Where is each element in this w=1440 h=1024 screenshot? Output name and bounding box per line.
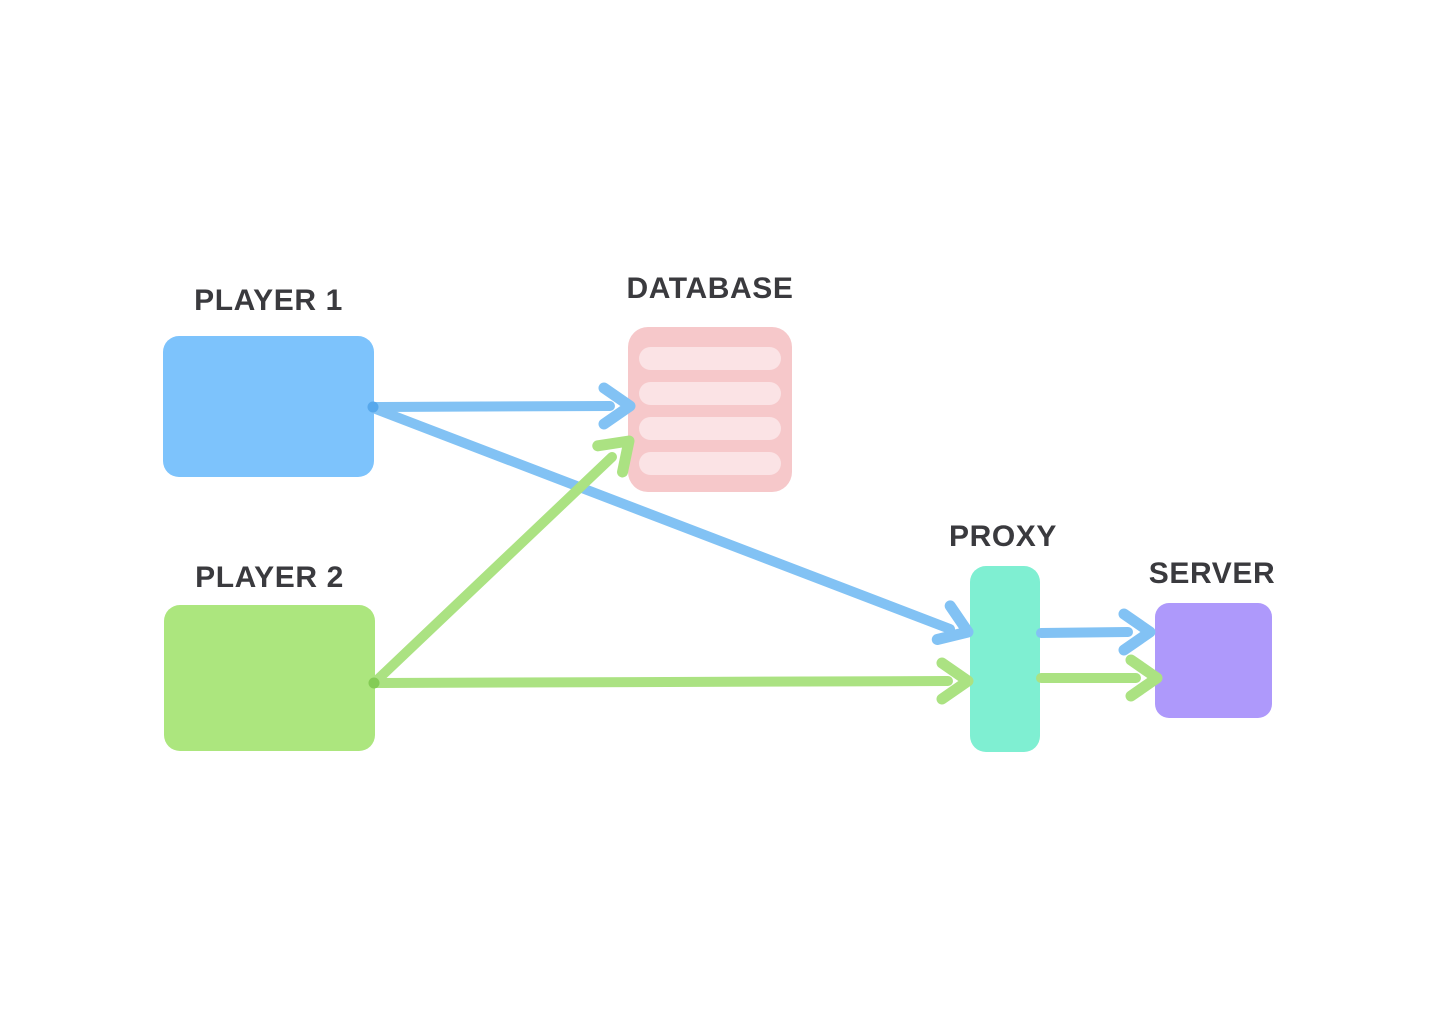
proxy-label: PROXY [948,520,1058,553]
arrow-player2-to-database [369,435,635,688]
player2-node [164,605,375,751]
arrow-proxy-to-server-green [1036,654,1163,702]
database-row [639,382,781,405]
arrow-player2-to-proxy [369,657,974,705]
player1-label: PLAYER 1 [194,284,343,317]
server-label: SERVER [1148,557,1276,590]
arrow-proxy-to-server-blue [1036,608,1156,656]
database-node [628,327,792,492]
database-row [639,347,781,370]
player1-node [163,336,374,477]
proxy-node [970,566,1040,752]
database-row [639,452,781,475]
database-row [639,417,781,440]
player2-label: PLAYER 2 [195,561,344,594]
arrow-player1-to-database [368,382,636,430]
database-label: DATABASE [626,272,794,305]
server-node [1155,603,1272,718]
